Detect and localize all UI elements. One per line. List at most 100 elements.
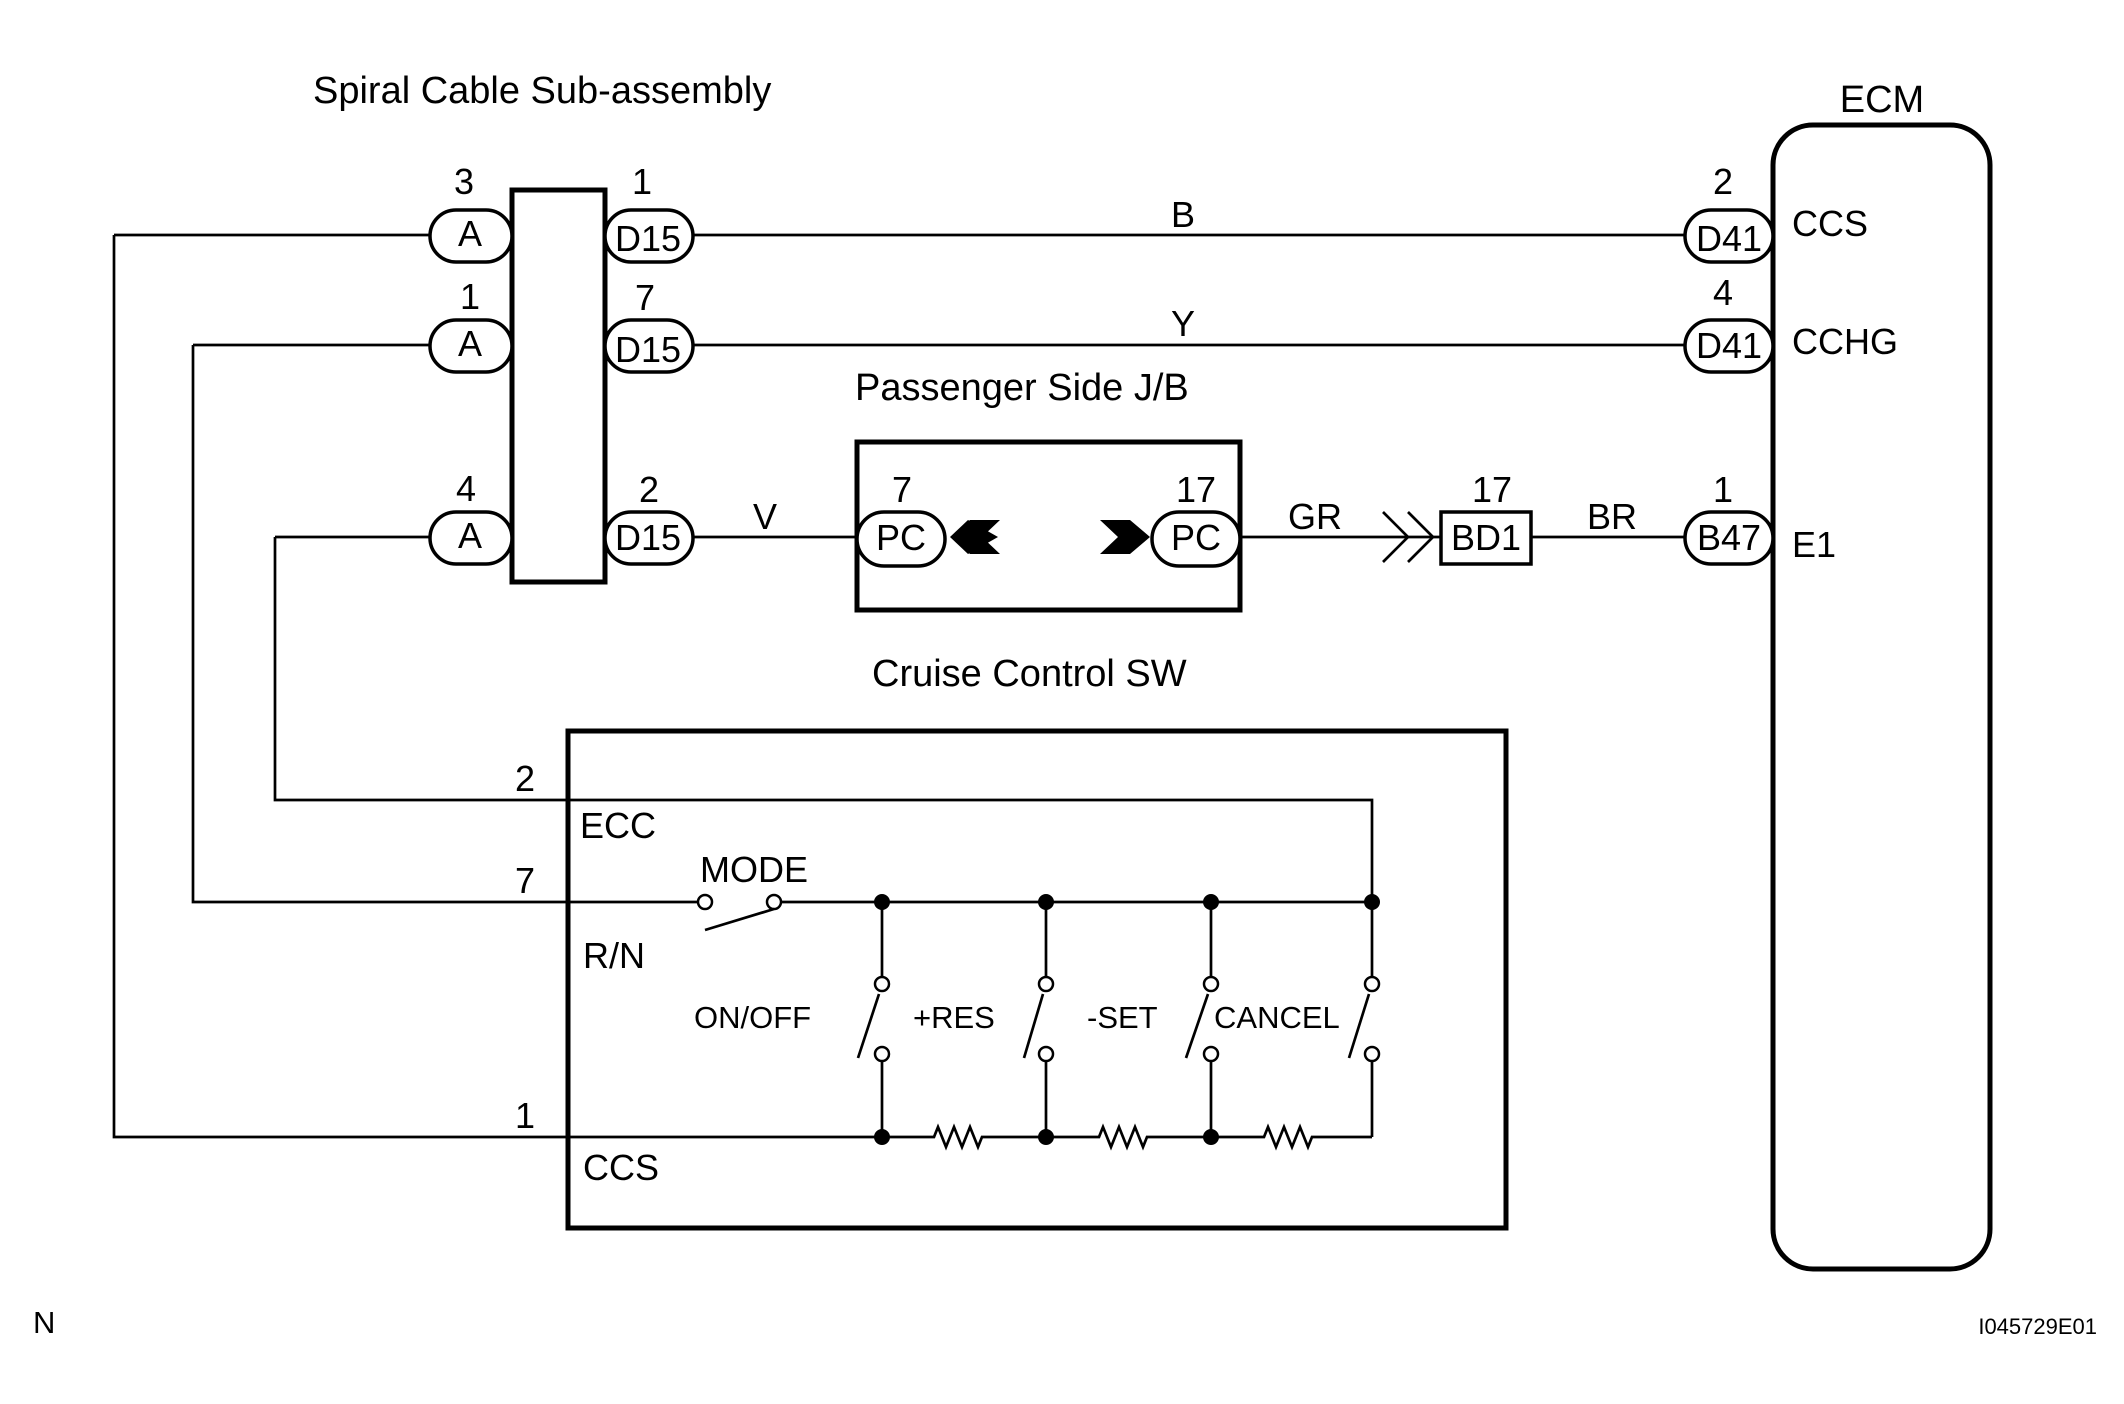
jb-left-pin: 7 xyxy=(892,469,912,510)
spiral-right-connector xyxy=(603,208,695,264)
switch-blade xyxy=(1347,993,1371,1059)
spiral-left-connector-label: A xyxy=(458,515,482,556)
spiral-cable-body xyxy=(509,187,608,585)
mode-switch-label: MODE xyxy=(700,849,808,890)
bd1-pin: 17 xyxy=(1472,469,1512,510)
spiral-right-connector-label: D15 xyxy=(615,517,681,558)
spiral-left-connector-label: A xyxy=(458,323,482,364)
junction-dot xyxy=(1038,894,1054,910)
spiral-right-connector xyxy=(603,510,695,566)
switch-label: +RES xyxy=(913,1000,995,1035)
ecm-terminal-label: CCS xyxy=(1792,203,1868,244)
wire-cchg-loop xyxy=(191,345,568,904)
ecm-connector-label: D41 xyxy=(1696,325,1762,366)
spiral-right-connector-label: D15 xyxy=(615,329,681,370)
junction-block: Passenger Side J/B 7 PC 17 PC xyxy=(854,367,1243,613)
spiral-left-pin: 1 xyxy=(460,276,480,317)
spiral-left-connector xyxy=(428,208,514,264)
bd1-terminal-icon xyxy=(1382,511,1410,563)
wire-ccs-left-loop xyxy=(112,235,568,1139)
ecm-connector xyxy=(1683,208,1775,264)
mode-switch-blade xyxy=(704,907,775,932)
sw-ccs-line xyxy=(568,1123,1372,1151)
spiral-left-connector-label: A xyxy=(458,213,482,254)
cruise-switch-body xyxy=(565,728,1509,1231)
ecm-pin: 4 xyxy=(1713,272,1733,313)
ecm-terminal-label: CCHG xyxy=(1792,321,1898,362)
junction-block-title: Passenger Side J/B xyxy=(855,367,1189,409)
spiral-right-pin: 7 xyxy=(635,277,655,318)
wire-color-gr: GR xyxy=(1288,496,1342,537)
junction-dot xyxy=(1203,1129,1219,1145)
spiral-cable: Spiral Cable Sub-assembly 3 A 1 A 4 A 1 … xyxy=(313,70,771,585)
spiral-cable-title: Spiral Cable Sub-assembly xyxy=(313,70,771,112)
sw-ecc-line xyxy=(568,798,1374,980)
sw-terminal-label: CCS xyxy=(583,1147,659,1188)
sw-terminal-label: R/N xyxy=(583,935,645,976)
sw-pin: 2 xyxy=(515,758,535,799)
switch-contact xyxy=(873,1045,891,1063)
wire-ecc-loop xyxy=(273,537,568,802)
bd1-body xyxy=(1439,510,1533,566)
ecm-body xyxy=(1770,122,1993,1272)
spiral-left-connector xyxy=(428,318,514,374)
ecm-pin: 2 xyxy=(1713,161,1733,202)
wire-color-y: Y xyxy=(1171,303,1195,344)
wire-color-v: V xyxy=(753,496,777,537)
junction-dot xyxy=(874,1129,890,1145)
switch-blade xyxy=(1184,993,1210,1059)
corner-letter: N xyxy=(33,1305,55,1340)
switch-contact xyxy=(1202,1045,1220,1063)
spiral-left-connector xyxy=(428,510,514,566)
bd1-terminal-icon xyxy=(1407,511,1435,563)
ecm: ECM 2 D41 CCS 4 D41 CCHG 1 B47 E1 xyxy=(1683,79,1993,1272)
jb-right-pin: 17 xyxy=(1176,469,1216,510)
switch-contact xyxy=(1363,975,1381,993)
ecm-pin: 1 xyxy=(1713,469,1733,510)
ecm-connector xyxy=(1683,318,1775,374)
junction-dot xyxy=(874,894,890,910)
sw-pin: 1 xyxy=(515,1095,535,1136)
ecm-terminal-label: E1 xyxy=(1792,524,1836,565)
junction-dot xyxy=(1364,894,1380,910)
spiral-right-connector-label: D15 xyxy=(615,218,681,259)
switch-blade xyxy=(1022,993,1045,1059)
switch-label: CANCEL xyxy=(1214,1000,1340,1035)
mode-switch-contact xyxy=(696,893,714,911)
switch-contact xyxy=(873,975,891,993)
mode-switch-contact xyxy=(765,893,783,911)
spiral-left-pin: 4 xyxy=(456,468,476,509)
switch-label: ON/OFF xyxy=(694,1000,811,1035)
junction-dot xyxy=(1038,1129,1054,1145)
jb-right-connector xyxy=(1150,510,1242,568)
jb-left-connector xyxy=(855,510,947,568)
cruise-switch-title: Cruise Control SW xyxy=(872,653,1187,695)
switch-contact xyxy=(1363,1045,1381,1063)
switch-contact xyxy=(1037,975,1055,993)
image-code: I045729E01 xyxy=(1978,1314,2097,1339)
switch-contact xyxy=(1037,1045,1055,1063)
spiral-right-connector xyxy=(603,318,695,374)
sw-pin: 7 xyxy=(515,860,535,901)
ecm-connector-label: B47 xyxy=(1697,517,1761,558)
spiral-right-pin: 2 xyxy=(639,469,659,510)
jb-right-connector-label: PC xyxy=(1171,517,1221,558)
spiral-left-pin: 3 xyxy=(454,161,474,202)
ecm-connector-label: D41 xyxy=(1696,218,1762,259)
wire-color-br: BR xyxy=(1587,496,1637,537)
sw-terminal-label: ECC xyxy=(580,805,656,846)
switch-contact xyxy=(1202,975,1220,993)
cruise-control-switch: Cruise Control SW 2 7 1 ECC R/N CCS MODE xyxy=(515,653,1509,1231)
jb-terminal-male-icon xyxy=(1100,520,1150,554)
wire-color-b: B xyxy=(1171,194,1195,235)
bd1-label: BD1 xyxy=(1451,517,1521,558)
jb-terminal-female-icon xyxy=(952,520,1000,554)
switch-blade xyxy=(856,993,881,1059)
bd1-connector: 17 BD1 xyxy=(1382,469,1533,566)
ecm-title: ECM xyxy=(1840,79,1924,121)
spiral-right-pin: 1 xyxy=(632,161,652,202)
junction-dot xyxy=(1203,894,1219,910)
ecm-connector xyxy=(1683,510,1775,566)
jb-left-connector-label: PC xyxy=(876,517,926,558)
